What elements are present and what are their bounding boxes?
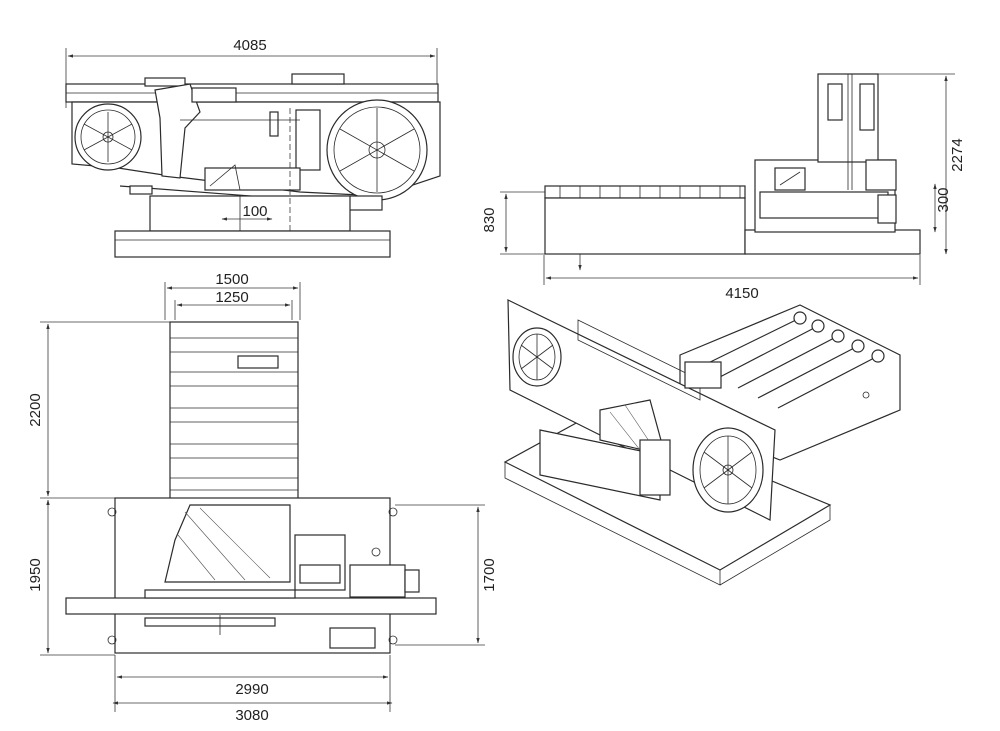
plan-total-length-label: 3080	[235, 707, 268, 724]
plan-inner-width-label: 1250	[215, 289, 248, 306]
front-width-label: 4085	[233, 37, 266, 54]
plan-motor	[349, 564, 406, 598]
front-base	[114, 230, 391, 258]
side-table-height-label: 830	[481, 207, 498, 232]
iso-left-wheel	[512, 327, 562, 387]
plan-cross-beam	[65, 597, 437, 615]
iso-right-wheel	[692, 427, 764, 513]
front-view: 4085	[65, 37, 441, 258]
plan-right-depth-label: 1700	[481, 558, 498, 591]
plan-roller-conveyor	[169, 321, 299, 501]
isometric-view	[503, 299, 901, 586]
side-foot-label: 300	[935, 187, 952, 212]
front-top-block	[291, 73, 345, 85]
side-view: 2274 300 830 20 4150	[481, 73, 966, 302]
front-column	[149, 195, 351, 232]
plan-conveyor-length-label: 2200	[27, 393, 44, 426]
plan-inner-length-label: 2990	[235, 681, 268, 698]
front-left-wheel	[74, 103, 142, 171]
side-length-label: 4150	[725, 285, 758, 302]
plan-outer-width-label: 1500	[215, 271, 248, 288]
front-detail-label: 100	[242, 203, 267, 220]
plan-view: 1500 1250 2200 1950 1700 2990 3080	[27, 271, 498, 724]
front-right-wheel	[326, 99, 428, 201]
plan-base-depth-label: 1950	[27, 558, 44, 591]
side-height-label: 2274	[949, 138, 966, 171]
side-roller-conveyor	[544, 185, 746, 199]
